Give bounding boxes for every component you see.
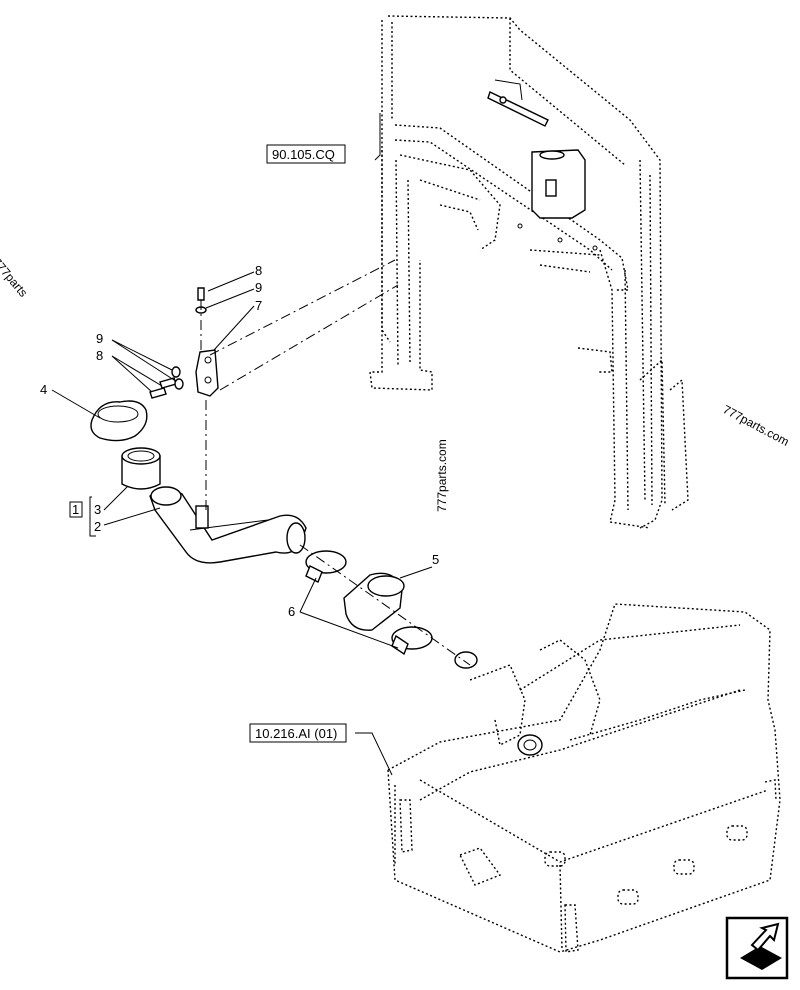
fuel-tank (387, 603, 781, 953)
bolt-washer-set (149, 287, 207, 399)
callout-1: 1 (72, 502, 79, 517)
callout-9-top: 9 (255, 280, 262, 295)
watermark-left: 777parts (0, 255, 30, 300)
callout-8-top: 8 (255, 263, 262, 278)
hose-part-5 (343, 572, 405, 631)
fuel-cap-part-4 (90, 400, 148, 442)
cab-frame (369, 15, 689, 529)
reservoir-tank (531, 149, 586, 219)
reference-frame-label[interactable]: 90.105.CQ (266, 144, 346, 164)
leader-lines (51, 113, 433, 776)
bracket-part-7 (195, 349, 219, 397)
filler-assembly (90, 259, 478, 669)
watermark-center: 777parts.com (435, 439, 449, 512)
callout-2: 2 (94, 519, 101, 534)
callout-8-left: 8 (96, 348, 103, 363)
strainer-part-3 (121, 447, 161, 490)
callout-4: 4 (40, 382, 47, 397)
callout-9-left: 9 (96, 331, 103, 346)
reference-frame-text: 90.105.CQ (272, 147, 335, 162)
callout-5: 5 (432, 552, 439, 567)
reference-tank-label[interactable]: 10.216.AI (01) (249, 723, 347, 743)
callout-numbers: 8 9 7 9 8 4 3 2 1 5 6 (40, 263, 439, 619)
reference-tank-text: 10.216.AI (01) (255, 726, 337, 741)
filler-pipe-part-2 (149, 486, 307, 564)
watermark-right: 777parts.com (721, 402, 792, 448)
hose-clamps-part-6 (305, 550, 433, 656)
callout-7: 7 (255, 298, 262, 313)
next-page-arrow-icon[interactable] (725, 916, 789, 980)
callout-3: 3 (94, 502, 101, 517)
callout-6: 6 (288, 604, 295, 619)
